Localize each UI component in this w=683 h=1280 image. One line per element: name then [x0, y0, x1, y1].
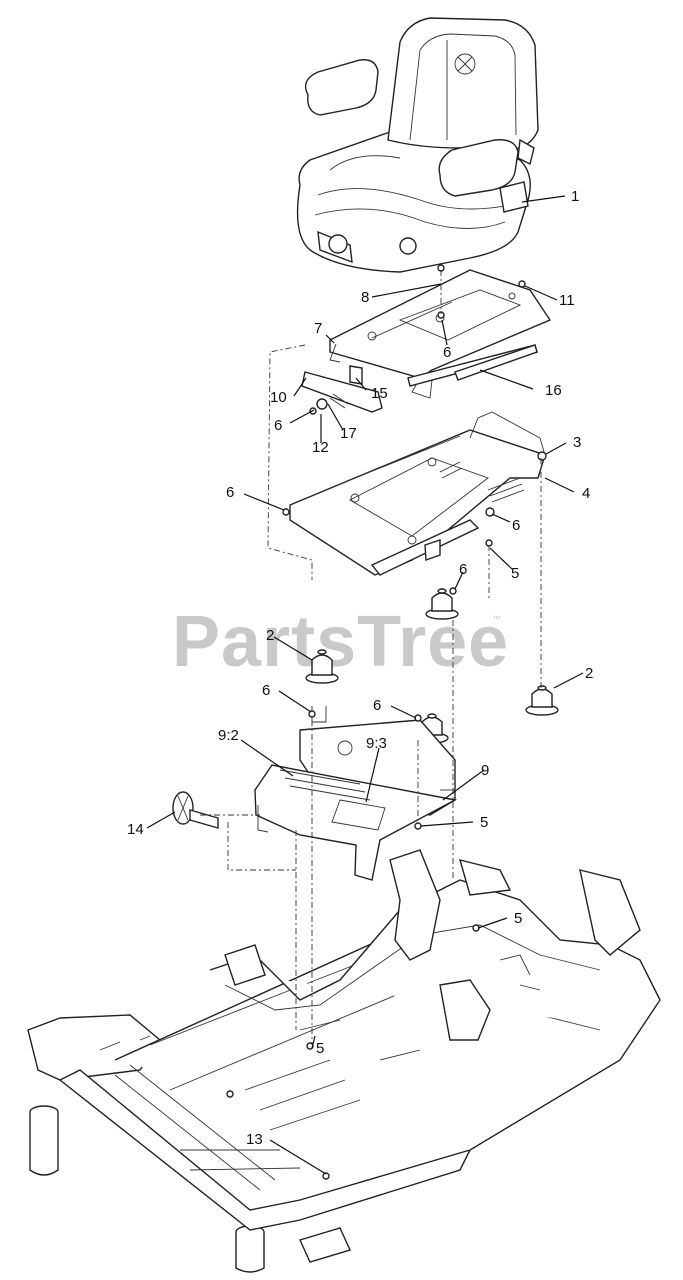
seat-bracket [254, 706, 458, 881]
callout-5: 5 [511, 565, 519, 582]
callout-6: 6 [512, 517, 520, 534]
upper-seat-plate [329, 269, 552, 399]
isolator-mounts [305, 588, 559, 744]
callout-labels: 1 8 11 7 6 10 15 16 6 17 12 3 6 4 6 5 6 … [127, 188, 593, 1148]
alignment-lines [200, 270, 542, 1045]
callout-1: 1 [571, 188, 579, 205]
callout-2: 2 [266, 627, 274, 644]
callout-11: 11 [559, 292, 575, 309]
callout-9-2: 9:2 [218, 727, 239, 744]
callout-16: 16 [545, 382, 562, 399]
watermark-tm: ™ [492, 614, 501, 624]
callout-12: 12 [312, 439, 329, 456]
callout-5: 5 [316, 1040, 324, 1057]
callout-5: 5 [480, 814, 488, 831]
latch-handle [301, 365, 383, 415]
callout-15: 15 [371, 385, 388, 402]
logo-decal [172, 791, 219, 829]
callout-13: 13 [246, 1131, 263, 1148]
seat-pan [289, 411, 546, 576]
callout-6: 6 [443, 344, 451, 361]
callout-17: 17 [340, 425, 357, 442]
callout-10: 10 [270, 389, 287, 406]
callout-6: 6 [459, 561, 467, 578]
callout-9-3: 9:3 [366, 735, 387, 752]
leader-lines [146, 195, 584, 1175]
callout-9: 9 [481, 762, 489, 779]
callout-5: 5 [514, 910, 522, 927]
callout-8: 8 [361, 289, 369, 306]
callout-2: 2 [585, 665, 593, 682]
mower-frame [27, 849, 661, 1273]
callout-6: 6 [373, 697, 381, 714]
callout-4: 4 [582, 485, 590, 502]
callout-6: 6 [262, 682, 270, 699]
callout-6: 6 [274, 417, 282, 434]
callout-3: 3 [573, 434, 581, 451]
callout-6: 6 [226, 484, 234, 501]
seat-assembly [296, 17, 539, 273]
callout-14: 14 [127, 821, 144, 838]
callout-7: 7 [314, 320, 322, 337]
